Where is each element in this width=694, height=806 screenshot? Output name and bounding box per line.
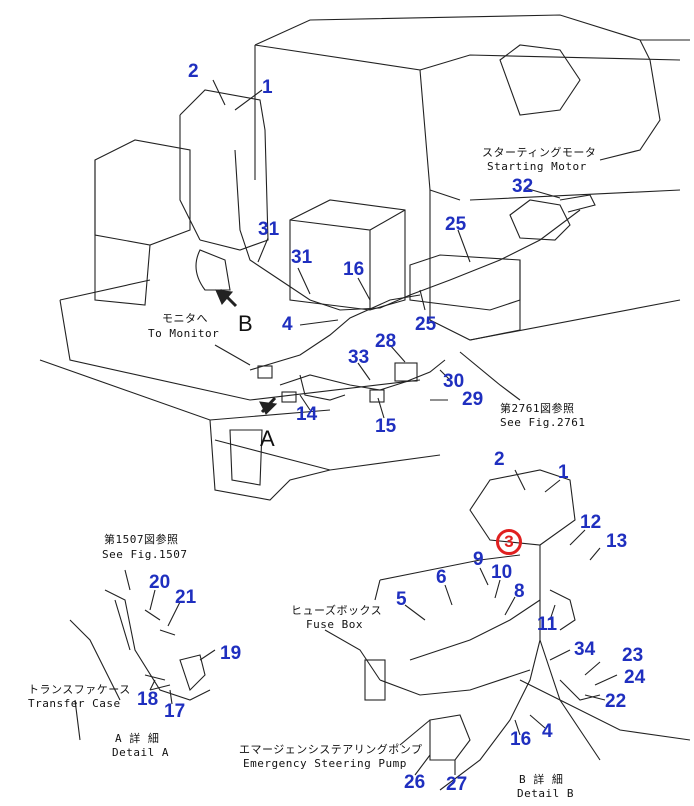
callout-18[interactable]: 18	[137, 689, 159, 710]
transfer-case-label-en: Transfer Case	[28, 697, 121, 710]
callout-13[interactable]: 13	[606, 531, 628, 552]
callout-2[interactable]: 2	[188, 61, 199, 82]
see-fig-2761-en: See Fig.2761	[500, 416, 586, 429]
callout-1[interactable]: 1	[558, 462, 569, 483]
to-monitor-label-en: To Monitor	[148, 327, 220, 340]
callout-21[interactable]: 21	[175, 587, 197, 608]
callout-24[interactable]: 24	[624, 667, 646, 688]
callout-28[interactable]: 28	[375, 331, 397, 352]
callout-2[interactable]: 2	[494, 449, 505, 470]
to-monitor-label-jp: モニタへ	[162, 312, 208, 325]
callout-34[interactable]: 34	[574, 639, 596, 660]
fuse-box-label-jp: ヒューズボックス	[291, 604, 383, 617]
callout-25[interactable]: 25	[415, 314, 437, 335]
callout-12[interactable]: 12	[580, 512, 602, 533]
starting-motor-label-en: Starting Motor	[487, 160, 587, 173]
callout-16[interactable]: 16	[343, 259, 365, 280]
callout-23[interactable]: 23	[622, 645, 644, 666]
callout-32[interactable]: 32	[512, 176, 534, 197]
callout-4[interactable]: 4	[282, 314, 293, 335]
callout-9[interactable]: 9	[473, 549, 484, 570]
emergency-pump-label-en: Emergency Steering Pump	[243, 757, 407, 770]
callout-1[interactable]: 1	[262, 77, 273, 98]
see-fig-1507-jp: 第1507図参照	[104, 533, 179, 546]
detail-a-title-en: Detail A	[112, 746, 169, 759]
fuse-box-label-en: Fuse Box	[306, 618, 363, 631]
highlighted-callout-3[interactable]: 3	[496, 529, 522, 555]
detail-b-title-en: Detail B	[517, 787, 574, 800]
callout-26[interactable]: 26	[404, 772, 426, 793]
callout-8[interactable]: 8	[514, 581, 525, 602]
callout-25[interactable]: 25	[445, 214, 467, 235]
callout-16[interactable]: 16	[510, 729, 532, 750]
transfer-case-label-jp: トランスファケース	[28, 683, 131, 696]
detail-a-title-jp: A 詳 細	[115, 732, 160, 745]
callout-31[interactable]: 31	[258, 219, 280, 240]
callout-15[interactable]: 15	[375, 416, 397, 437]
callout-33[interactable]: 33	[348, 347, 370, 368]
see-fig-1507-en: See Fig.1507	[102, 548, 188, 561]
callout-14[interactable]: 14	[296, 404, 318, 425]
callout-5[interactable]: 5	[396, 589, 407, 610]
view-a-label: A	[260, 426, 275, 451]
starting-motor-label-jp: スターティングモータ	[482, 146, 597, 159]
callout-30[interactable]: 30	[443, 371, 465, 392]
callout-22[interactable]: 22	[605, 691, 627, 712]
callout-6[interactable]: 6	[436, 567, 447, 588]
callout-31[interactable]: 31	[291, 247, 313, 268]
see-fig-2761-jp: 第2761図参照	[500, 402, 575, 415]
detail-b-title-jp: B 詳 細	[519, 773, 564, 786]
callout-20[interactable]: 20	[149, 572, 171, 593]
callout-10[interactable]: 10	[491, 562, 513, 583]
callout-27[interactable]: 27	[446, 774, 468, 795]
callout-4[interactable]: 4	[542, 721, 553, 742]
view-b-label: B	[238, 311, 253, 336]
callout-19[interactable]: 19	[220, 643, 242, 664]
callout-11[interactable]: 11	[537, 614, 558, 635]
callout-17[interactable]: 17	[164, 701, 186, 722]
emergency-pump-label-jp: エマージェンシステアリングポンプ	[239, 743, 423, 756]
callout-29[interactable]: 29	[462, 389, 484, 410]
